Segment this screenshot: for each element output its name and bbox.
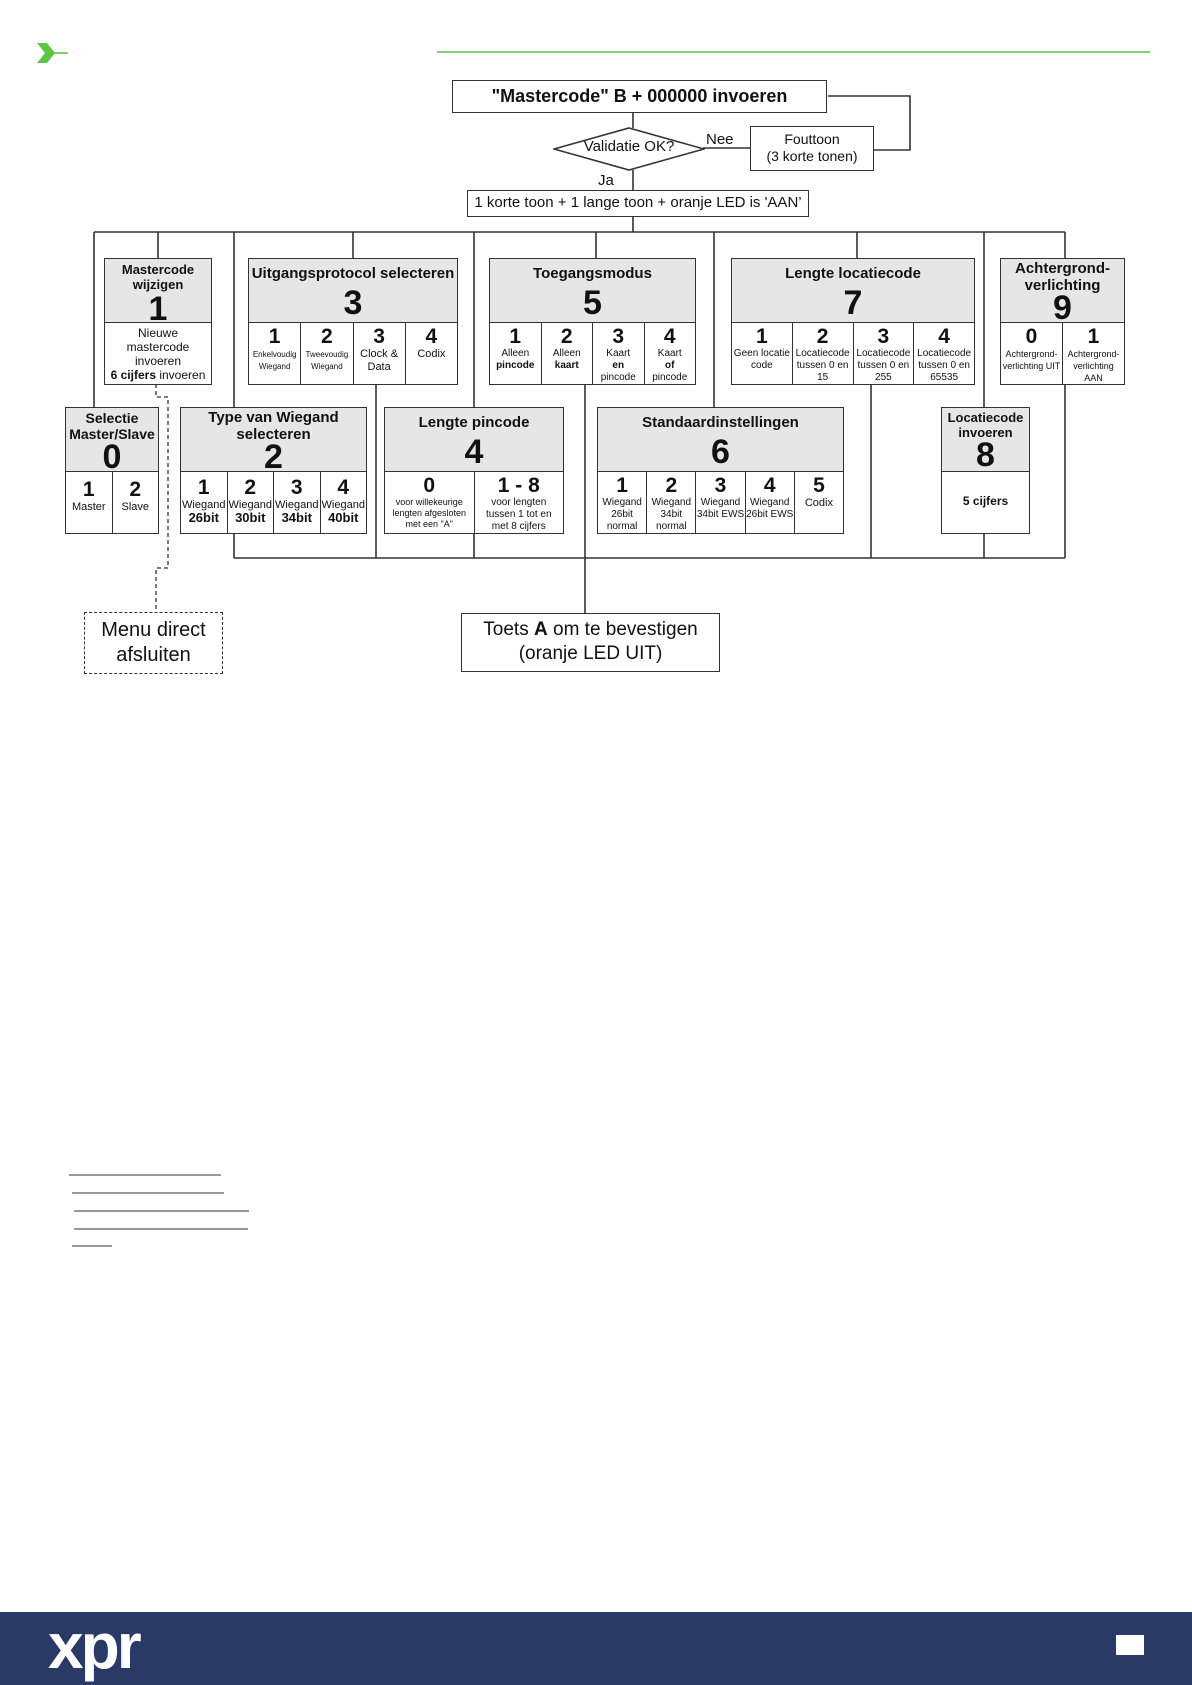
menu-title: Locatiecode invoeren: [947, 410, 1024, 440]
menu-title: Uitgangsprotocol selecteren: [251, 265, 455, 282]
validation-diamond: [553, 127, 705, 171]
menu-number: 9: [1053, 289, 1072, 327]
start-label: "Mastercode" B + 000000 invoeren: [491, 86, 788, 106]
error-line2: (3 korte tonen): [766, 148, 858, 164]
confirm-box: Toets A om te bevestigen (oranje LED UIT…: [461, 613, 720, 672]
chevron-right-icon: [37, 43, 68, 63]
menu-number: 5: [583, 284, 602, 322]
menu-title: Toegangsmodus: [533, 265, 652, 282]
menu-body: 5 cijfers: [962, 494, 1009, 508]
menu-number: 8: [976, 436, 995, 474]
menu-title: Standaardinstellingen: [642, 414, 799, 431]
yes-label: Ja: [598, 172, 614, 189]
error-line1: Fouttoon: [784, 131, 840, 147]
menu-number: 4: [464, 433, 484, 471]
menu-number: 2: [264, 438, 283, 476]
footer-bar: xpr: [0, 1612, 1192, 1685]
menu-number: 3: [343, 284, 363, 322]
menu-body: Nieuwe mastercode invoeren: [126, 326, 190, 368]
menu-number: 7: [843, 284, 863, 322]
menu-number: 6: [711, 433, 730, 471]
menu-1-change-mastercode: Mastercode wijzigen 1 Nieuwe mastercode …: [104, 258, 212, 385]
menu-title: Type van Wiegand selecteren: [208, 409, 339, 443]
exit-menu-box: Menu direct afsluiten: [84, 612, 223, 674]
confirm-key: A: [533, 619, 548, 640]
menu-number: 1: [148, 290, 168, 328]
menu-number: 0: [102, 438, 122, 476]
page-number-box: [1116, 1635, 1144, 1655]
xpr-logo: xpr: [48, 1610, 142, 1682]
menu-body-bold: 6 cijfers: [110, 368, 156, 382]
menu-title: Lengte locatiecode: [785, 265, 921, 282]
validation-question: Validatie OK?: [583, 138, 675, 155]
programming-entered-label: 1 korte toon + 1 lange toon + oranje LED…: [474, 194, 802, 211]
exit-menu-label: Menu direct afsluiten: [101, 619, 206, 666]
start-box: "Mastercode" B + 000000 invoeren: [452, 80, 827, 113]
no-label: Nee: [706, 131, 734, 148]
menu-title: Achtergrond-verlichting: [1015, 260, 1110, 294]
menu-8-enter-location-code: Locatiecode invoeren 8 5 cijfers: [941, 407, 1030, 534]
menu-title: Lengte pincode: [418, 414, 530, 431]
error-tone-box: Fouttoon (3 korte tonen): [750, 126, 874, 171]
menu-body-tail: invoeren: [159, 368, 206, 382]
programming-entered-box: 1 korte toon + 1 lange toon + oranje LED…: [467, 190, 809, 217]
menu-title: Selectie Master/Slave: [69, 410, 155, 442]
confirm-line2: (oranje LED UIT): [518, 643, 663, 664]
menu-title: Mastercode wijzigen: [121, 262, 195, 292]
